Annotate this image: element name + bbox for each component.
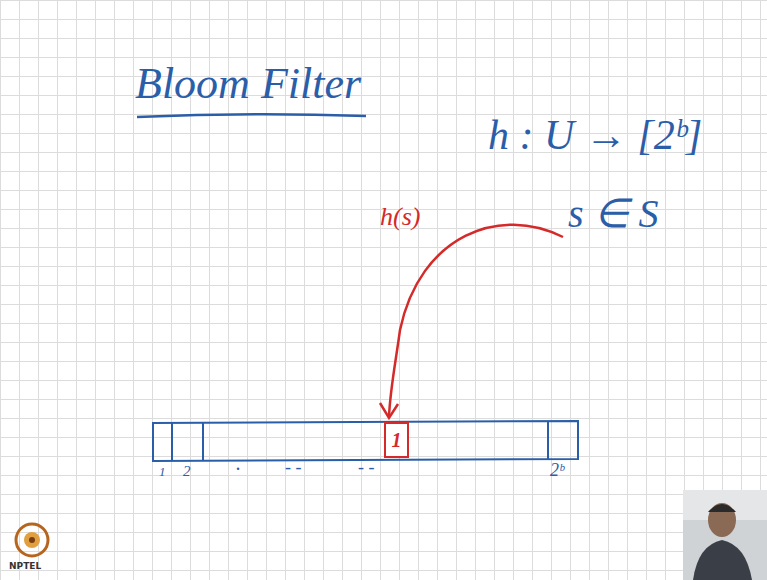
nptel-logo: [16, 524, 48, 556]
ellipsis-dot: .: [236, 452, 241, 474]
ellipsis-dash: - -: [285, 458, 302, 478]
logo-text: NPTEL: [9, 562, 41, 572]
cell-divider: [171, 423, 173, 461]
hash-signature: h : U → [2ᵇ]: [488, 112, 702, 158]
presenter-video: [683, 490, 767, 580]
arrow-label: h(s): [380, 203, 420, 232]
bit-array: [153, 421, 578, 461]
cell-divider: [547, 422, 549, 459]
set-bit-cell: 1: [384, 422, 409, 458]
index-number: 1: [159, 465, 166, 479]
ellipsis-dash: - -: [358, 458, 375, 478]
title: Bloom Filter: [135, 60, 361, 108]
bit-value: 1: [392, 430, 402, 450]
arrow-head: [380, 403, 398, 418]
hash-arrow: [389, 225, 563, 417]
index-number: 2: [183, 463, 191, 480]
cell-divider: [202, 423, 204, 461]
title-underline: [137, 114, 366, 117]
index-number: 2ᵇ: [550, 461, 564, 481]
element-label: s ∈ S: [568, 192, 659, 236]
